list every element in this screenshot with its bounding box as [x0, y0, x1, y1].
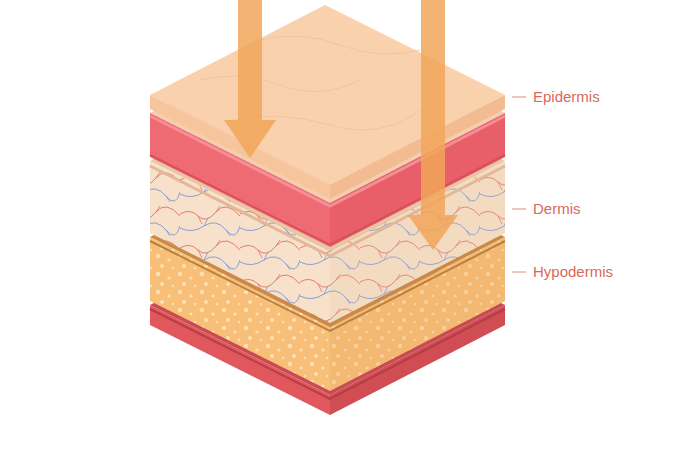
epidermis-plate [150, 5, 505, 199]
leader-line [512, 209, 526, 210]
penetration-arrow [408, 0, 458, 250]
layer-label: Dermis [533, 200, 581, 218]
penetration-arrow [224, 0, 276, 158]
leader-line [512, 97, 526, 98]
layer-label: Hypodermis [533, 263, 613, 281]
layer-label: Epidermis [533, 88, 600, 106]
leader-line [512, 272, 526, 273]
